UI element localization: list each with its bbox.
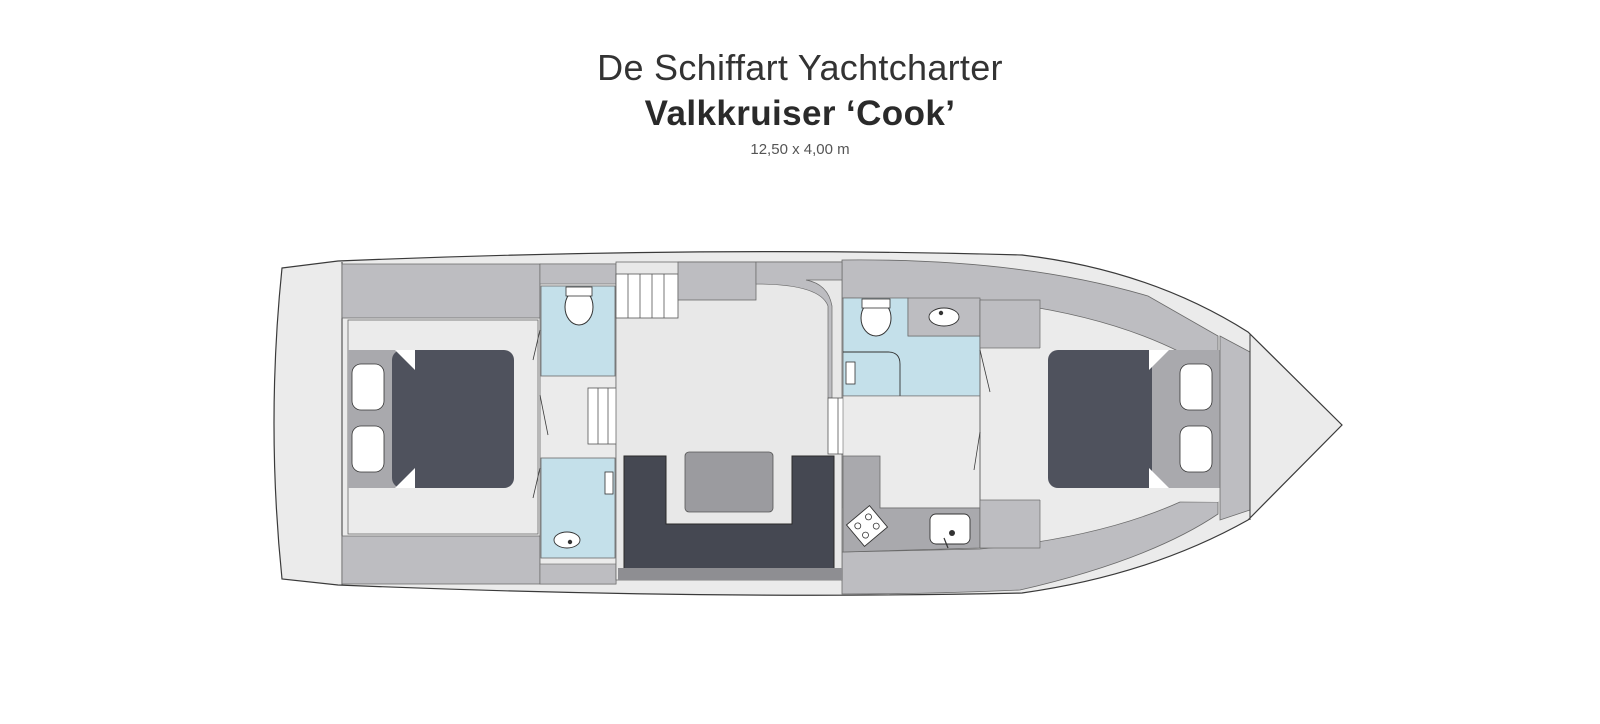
- aft-bed-corner-top: [395, 350, 415, 370]
- side-deck-top: [341, 263, 541, 319]
- front-sink-drain: [938, 310, 944, 316]
- company-name: De Schiffart Yachtcharter: [597, 47, 1003, 88]
- aft-pillow-bottom: [351, 425, 385, 473]
- door-swing-2: [539, 394, 549, 436]
- galley-stove: [845, 504, 889, 548]
- front-shower-tap: [845, 361, 856, 385]
- aft-toilet-tank: [565, 286, 593, 297]
- galley-sink-drain: [949, 530, 955, 536]
- front-wall-top: [979, 299, 1041, 349]
- front-pillow-bottom: [1179, 425, 1213, 473]
- boat-name: Valkkruiser ‘Cook’: [644, 94, 956, 133]
- galley-tap: [943, 537, 949, 549]
- front-wall-bottom: [979, 499, 1041, 549]
- front-sink: [928, 307, 960, 327]
- front-shower: [843, 351, 901, 396]
- aft-wall-top: [539, 263, 617, 285]
- aft-sink: [553, 531, 581, 549]
- front-bed-corner-top: [1149, 350, 1169, 370]
- aft-wall-bottom: [539, 563, 617, 585]
- front-bath-corner: [907, 297, 981, 337]
- door-swing-3: [532, 467, 541, 499]
- side-deck-bottom: [341, 535, 541, 585]
- salon-table: [684, 451, 774, 513]
- front-bed-corner-bottom: [1149, 468, 1169, 488]
- door-swing-4: [979, 349, 991, 393]
- helm-console: [677, 261, 757, 301]
- boat-dimensions: 12,50 x 4,00 m: [750, 141, 850, 158]
- aft-sink-drain: [567, 539, 573, 545]
- salon-top-stairs: [615, 273, 679, 319]
- front-bed: [1048, 350, 1172, 488]
- aft-pillow-top: [351, 363, 385, 411]
- front-toilet-tank: [861, 298, 891, 309]
- galley-sink: [929, 513, 971, 545]
- bow-locker: [1219, 335, 1251, 521]
- salon-sofa-base: [618, 568, 842, 580]
- door-swing-5: [973, 431, 981, 471]
- door-swing-1: [532, 329, 541, 361]
- front-pillow-top: [1179, 363, 1213, 411]
- aft-shower-tap: [604, 471, 614, 495]
- plan-header: De Schiffart Yachtcharter Valkkruiser ‘C…: [0, 44, 1600, 162]
- aft-bed: [392, 350, 514, 488]
- aft-bed-corner-bottom: [395, 468, 415, 488]
